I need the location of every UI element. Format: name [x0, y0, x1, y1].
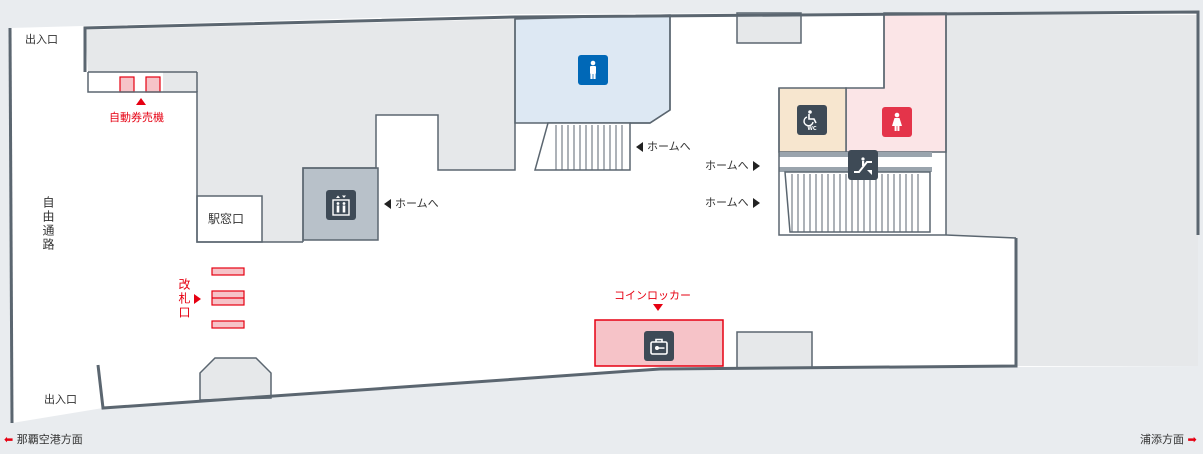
right-side-area — [946, 15, 1198, 235]
entrance-bottom-label: 出入口 — [44, 393, 77, 406]
direction-left: ⬅ 那覇空港方面 — [4, 434, 83, 445]
coin-locker-label: コインロッカー — [614, 289, 691, 302]
top-utility-room — [736, 12, 802, 44]
direction-right: 浦添方面 ➡ — [1140, 434, 1197, 445]
inner-walls — [87, 13, 1017, 243]
ticket-machine-1 — [119, 76, 135, 93]
arrow-left-icon — [384, 199, 391, 209]
mens-restroom-icon — [578, 55, 608, 85]
elevator-platform-text: ホームへ — [395, 197, 439, 210]
escalator-up-platform-text: ホームへ — [705, 159, 749, 172]
womens-restroom-icon — [882, 107, 912, 137]
coin-locker-marker — [653, 304, 663, 311]
escalator-icon — [848, 150, 878, 180]
right-lower-area — [946, 235, 1198, 366]
arrow-left-icon: ⬅ — [4, 433, 14, 446]
outer-walls — [8, 10, 1200, 424]
ticket-office-label: 駅窓口 — [208, 212, 245, 226]
direction-right-text: 浦添方面 — [1140, 433, 1184, 446]
stairs-platform-direction: ホームへ — [636, 141, 691, 152]
ticket-machines-marker — [136, 98, 146, 105]
stairs-to-platform — [534, 122, 631, 171]
elevator-platform-direction: ホームへ — [384, 198, 439, 209]
stairs-platform-text: ホームへ — [647, 140, 691, 153]
arrow-right-icon — [752, 198, 760, 208]
arrow-right-icon — [752, 161, 760, 171]
escalator-steps — [784, 171, 931, 233]
accessible-restroom-icon: WC — [797, 105, 827, 135]
ticket-gate-label: 改札口 — [177, 278, 191, 320]
free-passage-label: 自由通路 — [41, 196, 55, 252]
gate-pillar — [199, 357, 272, 401]
entrance-top-label: 出入口 — [25, 33, 58, 46]
arrow-left-icon — [636, 142, 643, 152]
bottom-utility-room — [736, 331, 813, 369]
locker-icon — [644, 331, 674, 361]
escalator-up-platform-direction: ホームへ — [705, 160, 760, 171]
svg-text:WC: WC — [807, 126, 817, 131]
ticket-gate-3 — [211, 320, 245, 329]
back-office-area — [85, 19, 515, 242]
ticket-gate-marker — [194, 294, 201, 304]
escalator-down-platform-text: ホームへ — [705, 196, 749, 209]
escalator-down-platform-direction: ホームへ — [705, 197, 760, 208]
arrow-right-icon: ➡ — [1187, 433, 1197, 446]
ticket-machine-2 — [145, 76, 161, 93]
ticket-gate-1 — [211, 267, 245, 276]
elevator-icon — [326, 190, 356, 220]
direction-left-text: 那覇空港方面 — [16, 433, 83, 446]
ticket-machines-label: 自動券売機 — [109, 111, 164, 124]
